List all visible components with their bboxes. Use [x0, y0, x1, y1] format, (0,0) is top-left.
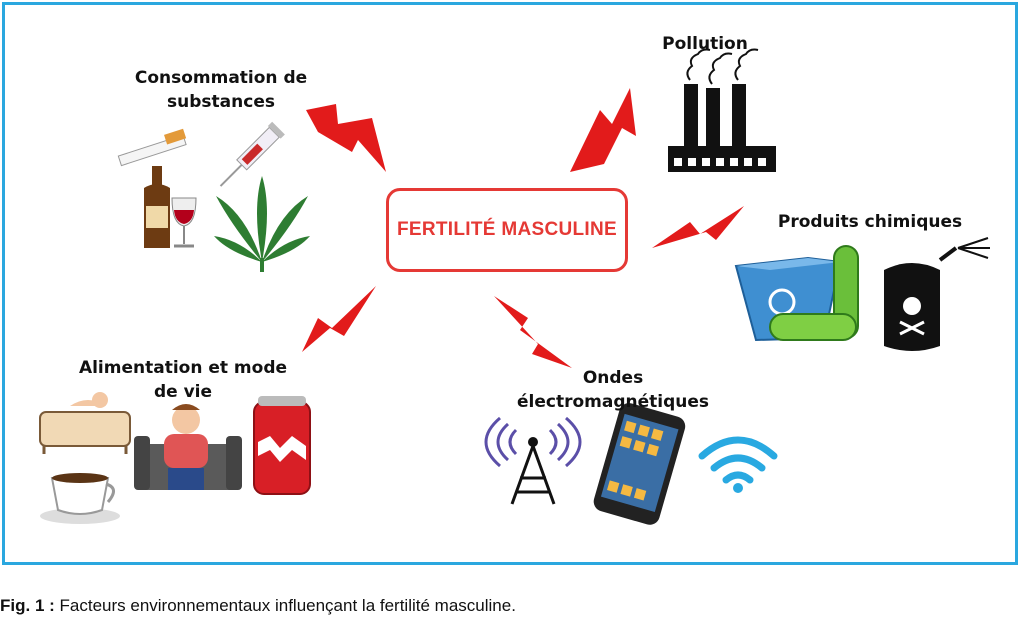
- label-lifestyle: Alimentation et mode de vie: [78, 358, 288, 402]
- couch-person-icon: [134, 404, 242, 490]
- center-node-label: FERTILITÉ MASCULINE: [397, 219, 617, 240]
- figure-caption: Fig. 1 : Facteurs environnementaux influ…: [0, 596, 516, 616]
- smartphone-icon: [593, 403, 686, 525]
- lightning-bolt-chemicals-icon: [652, 206, 744, 248]
- soda-can-icon: [253, 396, 311, 495]
- center-node-box: FERTILITÉ MASCULINE: [386, 188, 628, 272]
- factory-icon: [668, 48, 776, 172]
- wifi-dot-icon: [733, 483, 743, 493]
- diagram-artwork: [39, 48, 990, 525]
- syringe-icon: [219, 121, 285, 187]
- lightning-bolt-substances-icon: [306, 104, 386, 172]
- label-chemicals: Produits chimiques: [777, 212, 963, 232]
- gas-cylinder-icon: [769, 245, 859, 341]
- bottle-icon: [144, 166, 170, 248]
- antenna-tower-icon: [484, 416, 582, 505]
- bathtub-icon: [39, 392, 131, 454]
- coffee-cup-icon: [40, 473, 120, 524]
- poison-barrel-icon: [884, 237, 990, 351]
- lightning-bolt-waves-icon: [494, 296, 572, 368]
- wine-glass-icon: [171, 197, 197, 248]
- lightning-bolt-pollution-icon: [570, 88, 636, 172]
- cigarette-icon: [117, 128, 187, 167]
- label-waves: Ondes électromagnétiques: [516, 368, 709, 412]
- cannabis-leaf-icon: [214, 176, 310, 272]
- label-substances: Consommation de substances: [134, 68, 308, 112]
- label-pollution: Pollution: [662, 34, 748, 54]
- wifi-icon: [698, 436, 778, 484]
- lightning-bolt-lifestyle-icon: [302, 286, 376, 352]
- caption-prefix: Fig. 1 :: [0, 596, 55, 615]
- caption-text: Facteurs environnementaux influençant la…: [59, 596, 516, 615]
